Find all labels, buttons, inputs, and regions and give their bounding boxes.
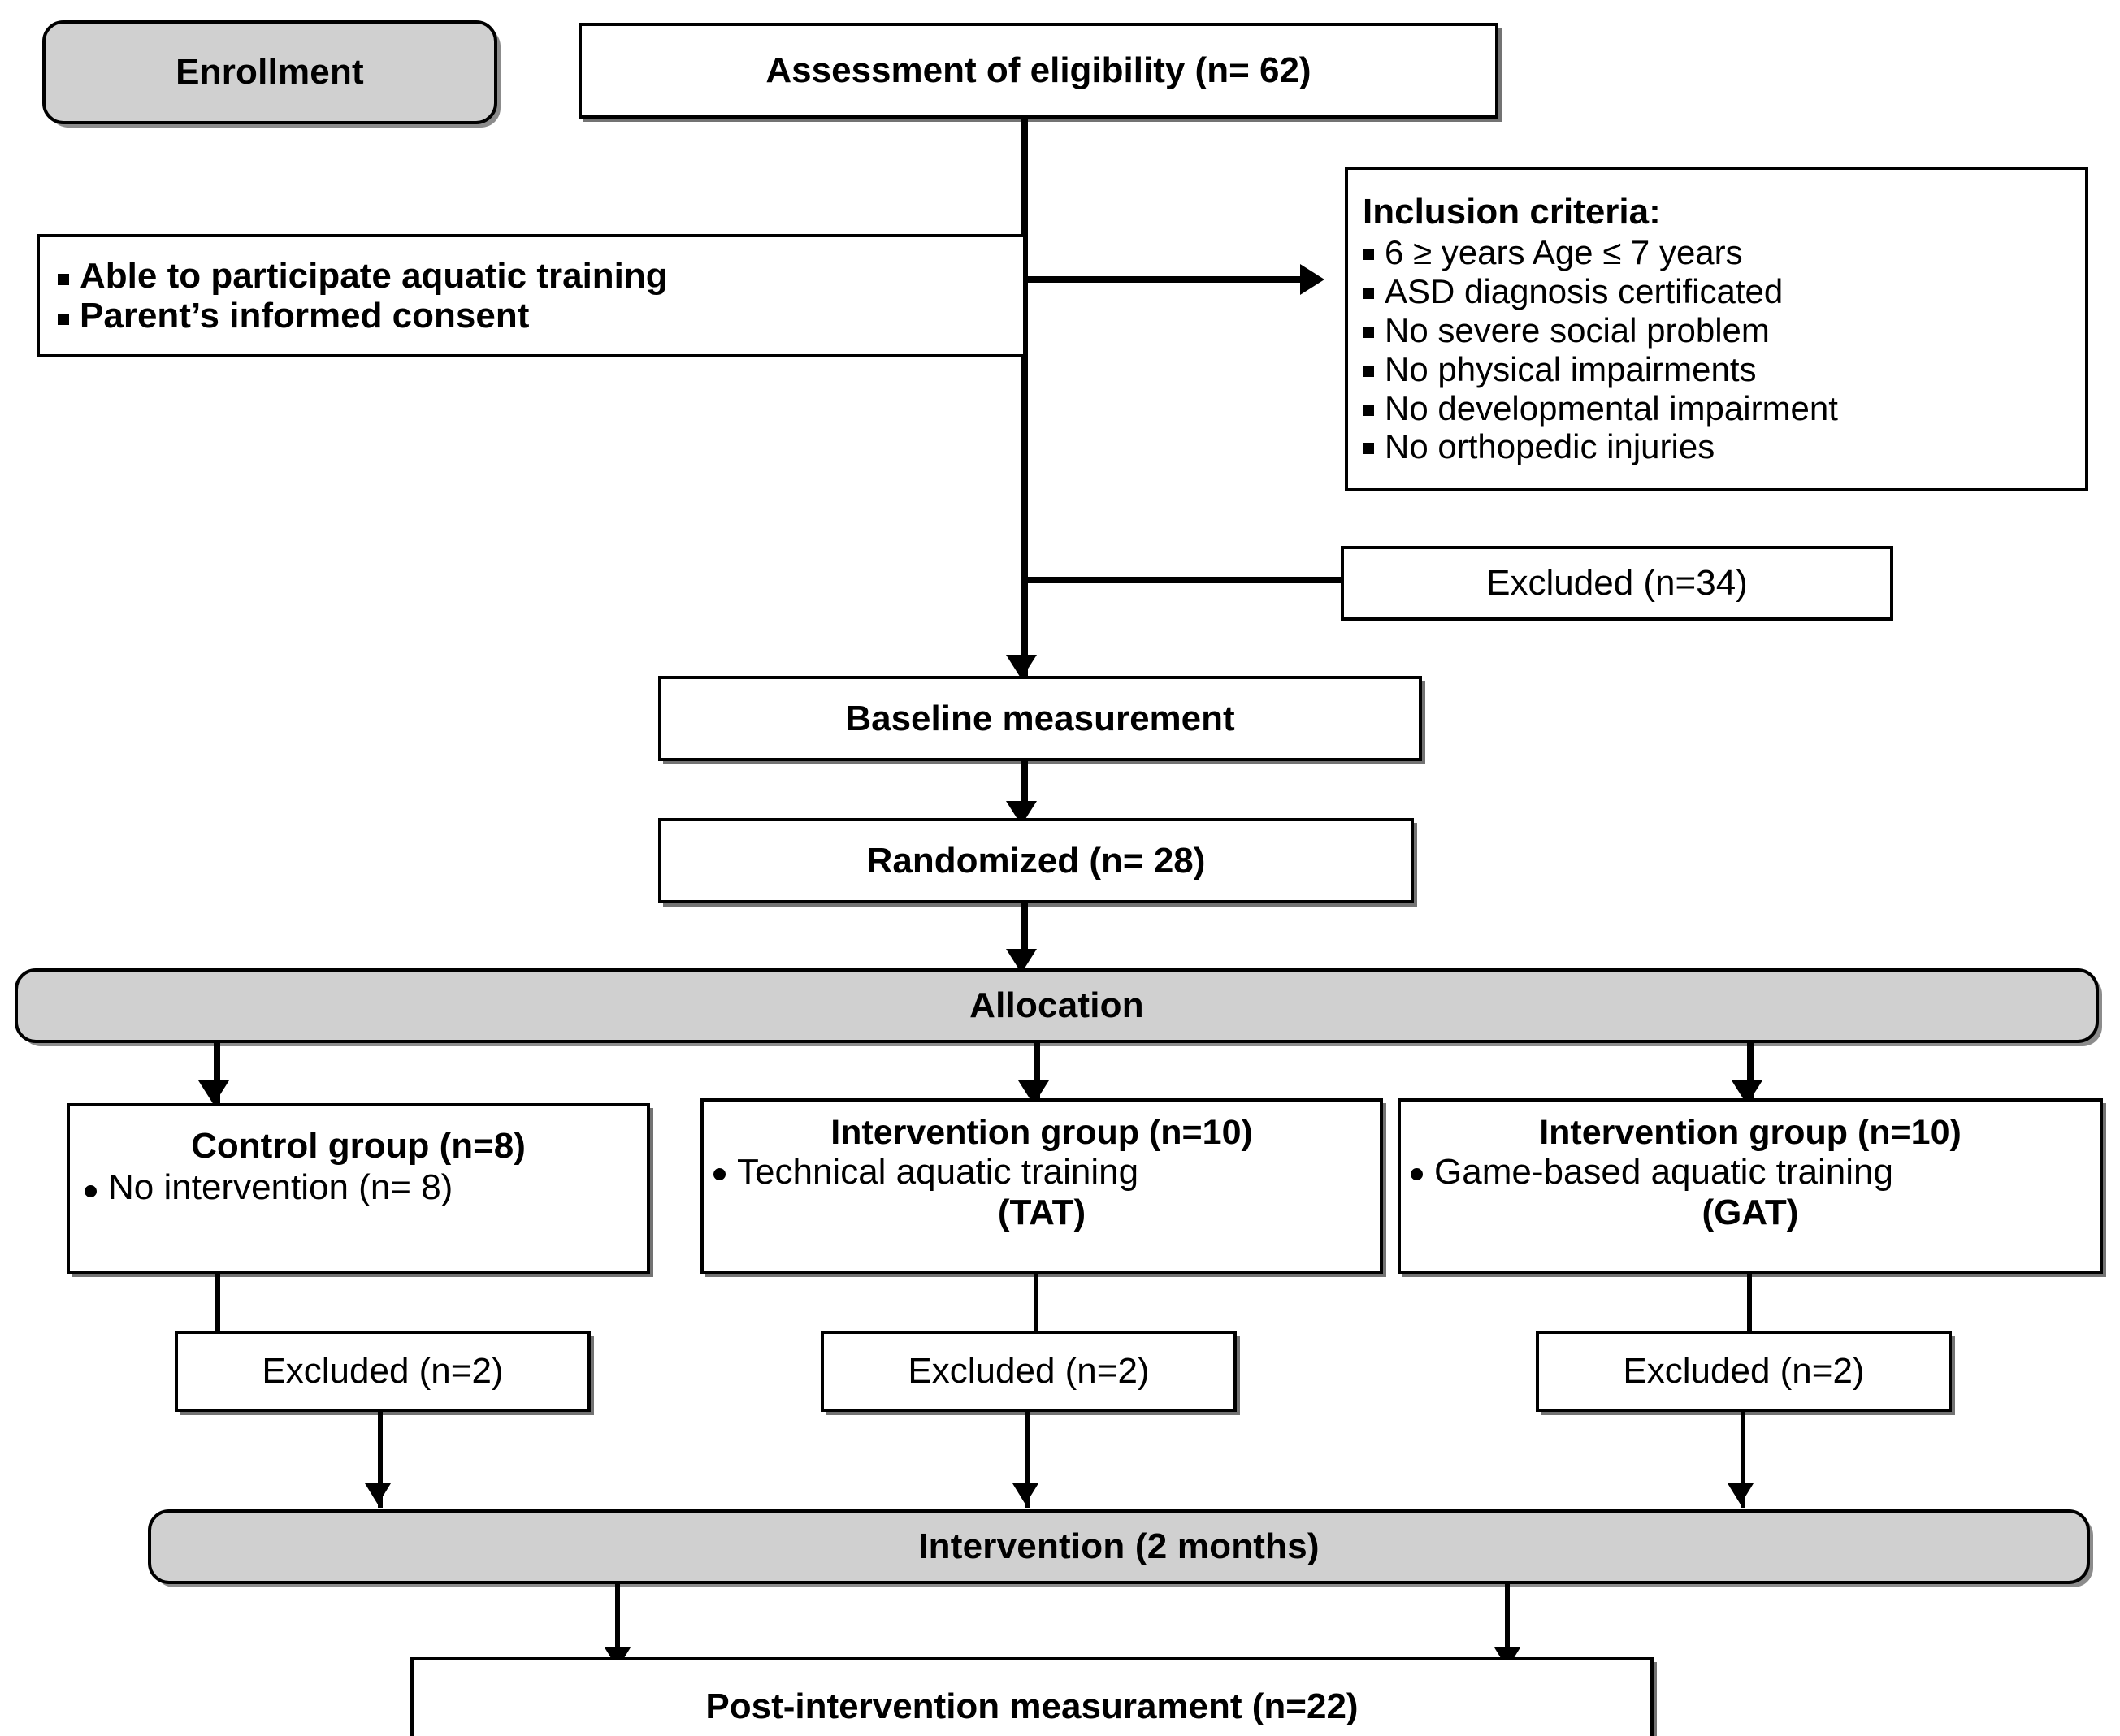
stage-band-enrollment: Enrollment: [42, 20, 497, 124]
connector-intervention-to-post-right: [1505, 1584, 1510, 1672]
connector-group-0-to-excluded: [215, 1274, 220, 1331]
group-1-detail-row: Technical aquatic training: [713, 1152, 1370, 1193]
participation-item-0: Able to participate aquatic training: [80, 255, 668, 296]
node-group-control: Control group (n=8) No intervention (n= …: [67, 1103, 650, 1274]
arrow-excluded-1-to-intervention: [1012, 1483, 1038, 1504]
connector-allocation-to-group-1: [1034, 1043, 1040, 1105]
list-item-inclusion-5: No orthopedic injuries: [1363, 427, 2070, 466]
stage-band-allocation: Allocation: [15, 968, 2099, 1043]
arrow-excluded-2-to-intervention: [1728, 1483, 1754, 1504]
node-baseline-measurement: Baseline measurement: [658, 676, 1422, 761]
group-1-detail2: (TAT): [997, 1193, 1086, 1233]
connector-excluded-0-to-intervention: [378, 1412, 383, 1508]
node-excluded-main: Excluded (n=34): [1341, 546, 1893, 621]
randomized-label: Randomized (n= 28): [866, 840, 1206, 881]
bullet-square-icon: [58, 314, 69, 325]
group-2-title: Intervention group (n=10): [1539, 1113, 1962, 1152]
group-1-title: Intervention group (n=10): [830, 1113, 1253, 1152]
arrow-allocation-to-group-0: [198, 1080, 229, 1105]
bullet-square-icon: [1363, 404, 1374, 416]
inclusion-item-4: No developmental impairment: [1385, 388, 1838, 427]
connector-excluded-1-to-intervention: [1025, 1412, 1030, 1508]
node-inclusion-criteria: Inclusion criteria: 6 ≥ years Age ≤ 7 ye…: [1345, 167, 2088, 491]
connector-baseline-to-randomized: [1021, 761, 1028, 812]
node-assessment-of-eligibility: Assessment of eligibility (n= 62): [579, 23, 1498, 119]
arrow-trunk-to-baseline: [1006, 655, 1037, 679]
inclusion-item-2: No severe social problem: [1385, 310, 1770, 349]
group-2-detail2: (GAT): [1702, 1193, 1799, 1233]
connector-allocation-to-group-2: [1747, 1043, 1754, 1105]
list-item-participation-1: Parent’s informed consent: [58, 296, 1005, 336]
inclusion-item-1: ASD diagnosis certificated: [1385, 271, 1784, 310]
group-0-title: Control group (n=8): [191, 1126, 526, 1166]
node-excluded-group-0: Excluded (n=2): [175, 1331, 591, 1412]
connector-randomized-to-allocation: [1021, 903, 1028, 960]
connector-trunk-to-inclusion: [1021, 276, 1306, 283]
bullet-square-icon: [1363, 249, 1374, 260]
group-0-excluded-label: Excluded (n=2): [262, 1350, 504, 1391]
stage-label-enrollment: Enrollment: [176, 52, 364, 92]
list-item-participation-0: Able to participate aquatic training: [58, 256, 1005, 296]
stage-label-allocation: Allocation: [969, 985, 1144, 1025]
bullet-square-icon: [1363, 326, 1374, 338]
bullet-dot-icon: [85, 1185, 97, 1198]
node-group-gat: Intervention group (n=10) Game-based aqu…: [1398, 1098, 2103, 1274]
arrow-excluded-0-to-intervention: [365, 1483, 391, 1504]
assessment-label: Assessment of eligibility (n= 62): [765, 50, 1311, 91]
bullet-dot-icon: [1411, 1168, 1423, 1181]
group-2-excluded-label: Excluded (n=2): [1623, 1350, 1865, 1391]
connector-allocation-to-group-0: [214, 1043, 220, 1105]
list-item-inclusion-4: No developmental impairment: [1363, 389, 2070, 428]
arrow-to-inclusion-criteria: [1300, 264, 1324, 295]
group-0-detail-row: No intervention (n= 8): [85, 1167, 632, 1208]
inclusion-item-5: No orthopedic injuries: [1385, 427, 1715, 466]
trunk-line-main: [1021, 119, 1028, 679]
group-0-detail: No intervention (n= 8): [108, 1167, 453, 1208]
participation-criteria-list: Able to participate aquatic training Par…: [58, 256, 1005, 336]
group-2-detail-row: Game-based aquatic training: [1411, 1152, 2090, 1193]
list-item-inclusion-1: ASD diagnosis certificated: [1363, 272, 2070, 311]
stage-label-intervention: Intervention (2 months): [918, 1526, 1320, 1566]
node-randomized: Randomized (n= 28): [658, 818, 1414, 903]
node-excluded-group-1: Excluded (n=2): [821, 1331, 1237, 1412]
node-participation-criteria: Able to participate aquatic training Par…: [37, 234, 1026, 357]
bullet-square-icon: [1363, 365, 1374, 377]
connector-intervention-to-post-left: [615, 1584, 620, 1672]
connector-group-2-to-excluded: [1747, 1274, 1752, 1331]
node-excluded-group-2: Excluded (n=2): [1536, 1331, 1952, 1412]
list-item-inclusion-3: No physical impairments: [1363, 350, 2070, 389]
inclusion-item-0: 6 ≥ years Age ≤ 7 years: [1385, 233, 1743, 271]
post-intervention-label: Post-intervention measurament (n=22): [705, 1686, 1359, 1727]
connector-trunk-to-excluded-main: [1021, 577, 1346, 583]
list-item-inclusion-0: 6 ≥ years Age ≤ 7 years: [1363, 233, 2070, 272]
bullet-square-icon: [1363, 287, 1374, 299]
node-post-intervention-measurement: Post-intervention measurament (n=22): [410, 1657, 1654, 1736]
node-group-tat: Intervention group (n=10) Technical aqua…: [700, 1098, 1383, 1274]
inclusion-item-3: No physical impairments: [1385, 349, 1757, 388]
group-1-detail: Technical aquatic training: [737, 1152, 1139, 1193]
participation-item-1: Parent’s informed consent: [80, 296, 530, 336]
bullet-dot-icon: [713, 1168, 726, 1181]
list-item-inclusion-2: No severe social problem: [1363, 311, 2070, 350]
inclusion-criteria-list: 6 ≥ years Age ≤ 7 years ASD diagnosis ce…: [1363, 233, 2070, 466]
excluded-main-label: Excluded (n=34): [1486, 562, 1748, 603]
group-2-detail: Game-based aquatic training: [1434, 1152, 1893, 1193]
stage-band-intervention: Intervention (2 months): [148, 1509, 2090, 1584]
group-1-excluded-label: Excluded (n=2): [908, 1350, 1150, 1391]
connector-excluded-2-to-intervention: [1741, 1412, 1745, 1508]
baseline-measurement-label: Baseline measurement: [845, 698, 1235, 738]
bullet-square-icon: [1363, 443, 1374, 455]
bullet-square-icon: [58, 273, 69, 285]
inclusion-criteria-heading: Inclusion criteria:: [1363, 191, 1661, 232]
connector-group-1-to-excluded: [1034, 1274, 1038, 1331]
